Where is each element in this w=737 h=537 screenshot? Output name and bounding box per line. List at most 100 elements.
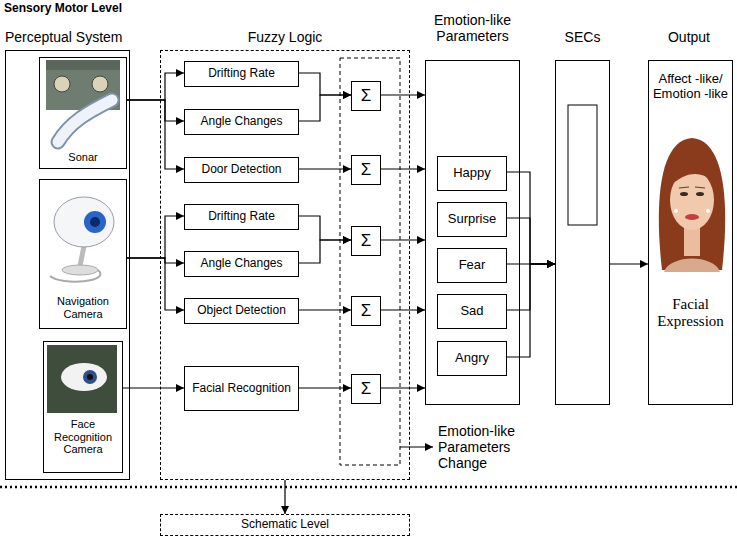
- process-box: Drifting Rate: [184, 204, 299, 230]
- process-box: Object Detection: [184, 298, 299, 324]
- connector-arrow: [299, 73, 351, 95]
- connector-arrow: [507, 218, 555, 264]
- connector-arrow: [127, 100, 184, 121]
- sum-box: Σ: [351, 296, 381, 326]
- node-label: Σ: [359, 160, 374, 180]
- node-label: Facial Recognition: [190, 382, 293, 396]
- process-box: Angle Changes: [184, 109, 299, 135]
- sum-box: Σ: [351, 81, 381, 111]
- webcam-lens: [84, 211, 106, 233]
- fuzzy-logic-group: Fuzzy LogicDrifting RateAngle ChangesDoo…: [160, 50, 410, 480]
- process-box: Door Detection: [184, 157, 299, 183]
- node-label: Fuzzy Logic: [160, 29, 410, 45]
- shoulders: [664, 259, 720, 273]
- connector-arrow: [127, 73, 184, 100]
- diagram-title: Sensory Motor Level: [4, 2, 122, 16]
- node-label: Drifting Rate: [206, 210, 277, 224]
- sec-panel: SECs: [555, 60, 610, 405]
- lips: [685, 214, 699, 220]
- connector-arrow: [381, 168, 425, 169]
- node-label: Σ: [359, 301, 374, 321]
- process-box: Facial Recognition: [184, 366, 299, 411]
- sensor-box: Face Recognition Camera: [43, 341, 123, 473]
- process-box: Drifting Rate: [184, 61, 299, 87]
- camera-stand: [80, 246, 84, 266]
- node-text: Facial Expression: [648, 296, 733, 331]
- robot-top: [46, 60, 120, 70]
- connector-arrow: [610, 263, 648, 264]
- emotion-box: Happy: [437, 156, 507, 191]
- fringe: [669, 166, 715, 188]
- sum-box: Σ: [351, 226, 381, 256]
- connector-arrow: [299, 95, 351, 121]
- connector-arrow: [507, 264, 555, 357]
- connector-arrow: [381, 239, 425, 240]
- node-label: Sad: [458, 304, 485, 319]
- node-label: Perceptual System: [5, 29, 145, 45]
- sum-group-frame: [340, 58, 400, 465]
- sensor-box: Navigation Camera: [39, 179, 127, 329]
- connector-arrow: [381, 94, 425, 95]
- node-label: Emotion-like Parameters: [415, 12, 530, 44]
- node-label: Fear: [457, 258, 488, 273]
- robot-arm-outline: [58, 100, 112, 142]
- node-label: Σ: [359, 86, 374, 106]
- hair: [659, 138, 725, 270]
- emotion-box: Angry: [437, 341, 507, 376]
- camera-lens: [83, 370, 97, 384]
- brows: [679, 187, 705, 188]
- camera-body: [61, 363, 107, 391]
- node-label: Door Detection: [199, 163, 283, 177]
- emotion-box: Sad: [437, 294, 507, 329]
- node-label: Angry: [453, 351, 491, 366]
- sum-box: Σ: [351, 374, 381, 404]
- node-label: Sonar: [39, 151, 127, 164]
- connector-arrow: [299, 216, 351, 240]
- camera-base: [62, 265, 98, 275]
- connector-arrow: [381, 387, 425, 388]
- parameter-panel: Emotion-like ParametersHappySurpriseFear…: [425, 60, 520, 405]
- connector-arrow: [507, 172, 555, 264]
- connector-arrow: [127, 100, 184, 169]
- connector-arrow: [284, 480, 285, 514]
- node-label: Σ: [359, 231, 374, 251]
- eye: [696, 192, 704, 196]
- process-box: Angle Changes: [184, 251, 299, 277]
- camera-cable: [50, 270, 100, 282]
- node-label: Drifting Rate: [206, 67, 277, 81]
- level-separator: [0, 486, 737, 489]
- node-label: Angle Changes: [198, 257, 284, 271]
- annotation-label: Emotion-like Parameters Change: [438, 423, 534, 471]
- sonar-disc: [92, 76, 108, 92]
- node-label: Angle Changes: [198, 115, 284, 129]
- connector-arrow: [123, 387, 184, 388]
- node-label: Output: [643, 29, 735, 45]
- webcam-pupil: [90, 217, 100, 227]
- node-label: Object Detection: [195, 304, 288, 318]
- emotion-box: Fear: [437, 248, 507, 283]
- node-label: SECs: [545, 29, 620, 45]
- sonar-disc: [54, 76, 70, 92]
- node-label: Σ: [359, 379, 374, 399]
- node-label: Face Recognition Camera: [43, 418, 123, 456]
- connector-arrow: [127, 216, 184, 258]
- connector-arrow: [127, 258, 184, 310]
- robot-arm: [58, 100, 112, 142]
- connector-arrow: [299, 387, 351, 388]
- node-label: Surprise: [446, 212, 498, 227]
- emotion-box: Surprise: [437, 202, 507, 237]
- camera-pupil: [87, 374, 93, 380]
- output-panel: OutputAffect -like/ Emotion -likeFacial …: [648, 60, 733, 405]
- connector-arrow: [127, 258, 184, 263]
- perception-panel: Perceptual SystemSonarNavigation CameraF…: [5, 50, 130, 480]
- control-dot: [706, 209, 710, 213]
- node-label: Navigation Camera: [39, 295, 127, 320]
- connector-arrow: [507, 264, 555, 310]
- sum-box: Σ: [351, 155, 381, 185]
- connector-arrow: [299, 168, 351, 169]
- connector-arrow: [381, 309, 425, 310]
- control-dot: [674, 209, 678, 213]
- sec-inner-box: [568, 105, 597, 225]
- connector-arrow: [299, 240, 351, 263]
